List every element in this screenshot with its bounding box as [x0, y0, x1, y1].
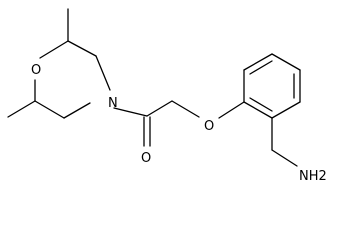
bond-c2-c3: [67, 40, 97, 57]
ether-oxygen-label: O: [204, 119, 214, 134]
bond-ch2-ether-o: [171, 100, 200, 118]
amine-label: NH2: [299, 169, 327, 184]
bond-n4-c5: [63, 102, 91, 119]
bond-ring-6: [243, 101, 273, 119]
structure-canvas: O N O O NH2: [7, 8, 327, 184]
bond-c3-n4: [95, 55, 111, 91]
bond-ether-o-ring: [218, 101, 245, 119]
bond-ring-2: [243, 53, 273, 71]
carbonyl-oxygen-label: O: [141, 151, 151, 166]
bond-o1-c2: [39, 40, 69, 59]
bond-ring-3: [271, 53, 301, 71]
morpholine-oxygen-label: O: [31, 63, 41, 78]
bond-ring-inner-c: [249, 97, 273, 112]
bond-ring-inner-a: [249, 60, 273, 75]
molecule-structure: O N O O NH2: [7, 8, 327, 184]
bond-n-carbonyl: [113, 107, 148, 117]
bond-c5-c6: [34, 100, 65, 119]
bond-ring-5: [271, 101, 301, 119]
morpholine-nitrogen-label: N: [108, 96, 118, 111]
bond-methyl-bottom: [7, 100, 36, 118]
bond-ch2-nh2: [271, 149, 298, 167]
bond-carbonyl-ch2: [146, 100, 173, 117]
